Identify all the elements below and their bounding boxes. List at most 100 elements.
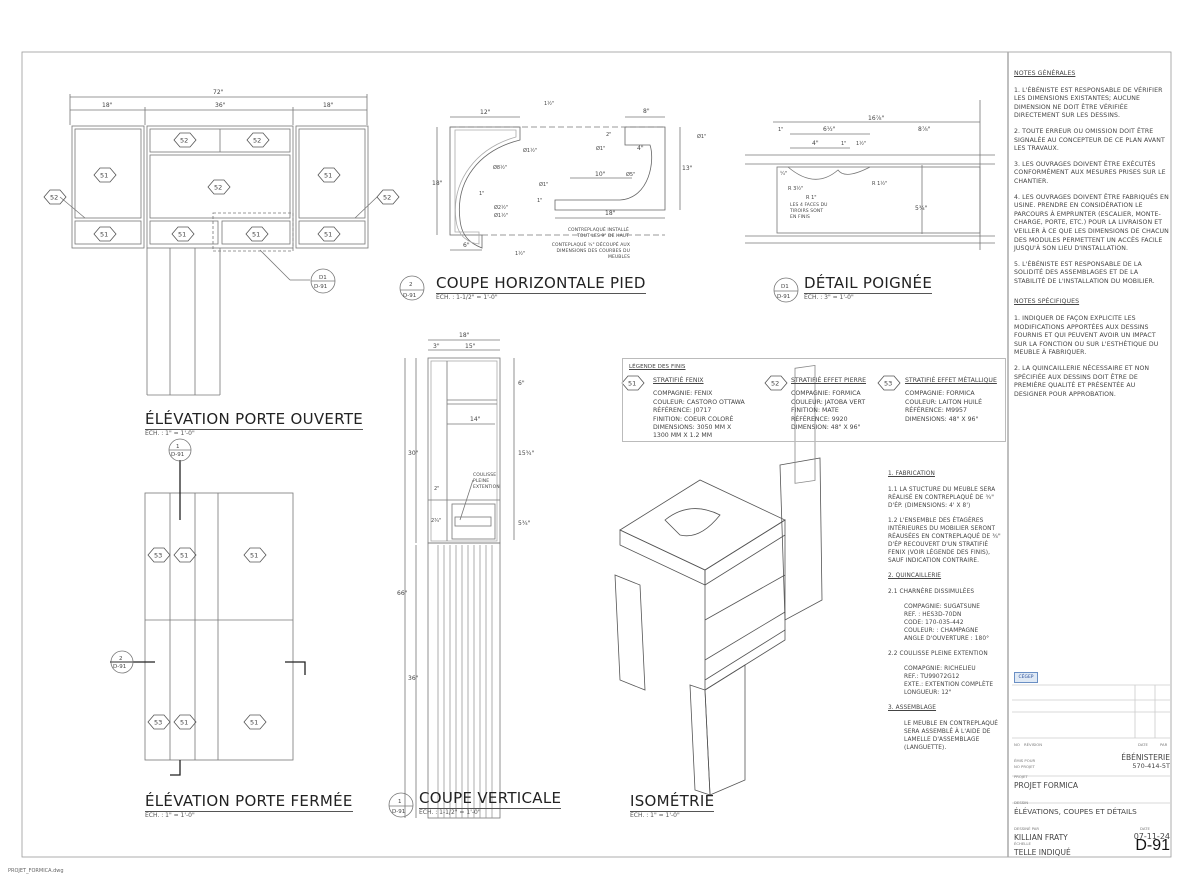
bubble-num: 1 <box>398 799 402 805</box>
dim: Ø1½" <box>494 212 508 219</box>
title-block-grid <box>1012 684 1170 804</box>
dim: 1" <box>778 127 783 133</box>
legend-line: RÉFÉRENCE: M9957 <box>905 407 967 415</box>
tag-52: 52 <box>383 194 391 202</box>
legend-line: FINITION: COEUR COLORÉ <box>653 415 734 423</box>
dim: 16⅞" <box>868 115 884 122</box>
drawing-title: ÉLÉVATIONS, COUPES ET DÉTAILS <box>1014 807 1137 816</box>
dim: 1" <box>479 191 484 197</box>
legend-line: COULEUR: CASTORO OTTAWA <box>653 398 745 406</box>
handle-detail-drawing: 16⅞" 1" 6½" 8⅞" 4" 1" 1½" ¼" R 3½" R 1" … <box>745 100 995 250</box>
bubble-num: D1 <box>781 284 789 290</box>
dim: Ø1" <box>596 145 605 152</box>
legend-line: COMPAGNIE: FORMICA <box>905 390 975 398</box>
dim: 6½" <box>823 126 836 133</box>
note-item: 3. LES OUVRAGES DOIVENT ÊTRE EXÉCUTÉS CO… <box>1014 160 1166 185</box>
bubble-num: 1 <box>176 444 180 450</box>
project-number: 570-414-5T <box>1132 762 1170 770</box>
bubble-sheet: D-91 <box>314 284 327 290</box>
note-paragraph: 1.1 LA STUCTURE DU MEUBLE SERA RÉALISÉ E… <box>888 487 996 509</box>
legend-line: FINITION: MATE <box>791 407 839 415</box>
legend-tag-52: 52 <box>771 380 779 388</box>
slide-note: COULISSE PLEINE EXTENTION <box>473 473 500 490</box>
note-item: 1. L'ÉBÉNISTE EST RESPONSABLE DE VÉRIFIE… <box>1014 86 1163 120</box>
tag-51: 51 <box>250 552 258 560</box>
dim: 1" <box>841 141 846 147</box>
label: RÉVISION <box>1024 742 1043 747</box>
dim: 66" <box>397 590 408 597</box>
dim: 6" <box>463 242 470 249</box>
note-line: REF.: TU99072G12 <box>904 674 960 680</box>
legend-item-title: STRATIFIÉ EFFET PIERRE <box>791 377 867 384</box>
note-heading: 1. FABRICATION <box>888 471 935 477</box>
drawing-date: 07-11-24 <box>1133 832 1170 841</box>
dim: R 1½" <box>872 180 887 187</box>
dim: 30" <box>408 450 419 457</box>
dim: 10" <box>595 171 606 178</box>
dim: 5¾" <box>915 205 928 212</box>
note-paragraph: 2.2 COULISSE PLEINE EXTENTION <box>888 651 988 657</box>
dim: 1½" <box>515 250 525 257</box>
dim: 13" <box>682 165 693 172</box>
tag-51: 51 <box>100 231 108 239</box>
note-paragraph: 2.1 CHARNÈRE DISSIMULÉES <box>888 589 975 595</box>
fabrication-notes: 1. FABRICATION 1.1 LA STUCTURE DU MEUBLE… <box>888 470 1006 759</box>
view-scale: ÉCH. : 3" = 1'-0" <box>804 294 854 301</box>
legend-line: DIMENSIONS: 3050 MM X <box>653 424 732 432</box>
tag-51: 51 <box>324 172 332 180</box>
dim: 4" <box>637 145 644 152</box>
label: ÉCHELLE <box>1014 841 1031 846</box>
label: NO PROJET <box>1014 764 1035 769</box>
dim: 2" <box>606 132 611 138</box>
dim: 18" <box>432 180 443 187</box>
dim: 6" <box>518 380 525 387</box>
view-title: DÉTAIL POIGNÉE <box>804 274 933 294</box>
legend-item-53: STRATIFIÉ EFFET MÉTALLIQUE COMPAGNIE: FO… <box>905 377 997 424</box>
view-scale: ÉCH. : 1" = 1'-0" <box>145 430 195 437</box>
note-item: 2. LA QUINCAILLERIE NÉCESSAIRE ET NON SP… <box>1014 365 1150 398</box>
drawing-scale: TELLE INDIQUÉ <box>1014 848 1071 857</box>
tag-51: 51 <box>180 552 188 560</box>
issued-for: ÉBÉNISTERIE <box>1121 753 1170 762</box>
sheet-number: D-91 <box>1135 837 1170 854</box>
dim: R 1" <box>806 195 817 201</box>
project-name: PROJET FORMICA <box>1014 781 1079 790</box>
tag-51: 51 <box>324 231 332 239</box>
label: PROJET <box>1014 774 1028 779</box>
dim-36: 36" <box>215 102 226 109</box>
dim: 14" <box>470 416 481 423</box>
note-paragraph: 1.2 L'ENSEMBLE DES ÉTAGÈRES INTÉRIEURES … <box>888 518 1001 564</box>
legend-line: DIMENSION: 48" X 96" <box>791 424 861 432</box>
view-scale: ÉCH. : 1-1/2" = 1'-0" <box>419 809 481 816</box>
view-title: ISOMÉTRIE <box>630 792 715 812</box>
label: DATE <box>1140 826 1150 831</box>
note-line: COMAPGNIE: RICHELIEU <box>904 666 976 672</box>
finish-legend: LÉGENDE DES FINIS STRATIFIÉ FENIX COMPAG… <box>622 358 1006 442</box>
handle-note: LES 4 FACES DU TIROIRS SONT EN FINIS <box>790 203 828 220</box>
dim: 36" <box>408 675 419 682</box>
dim: 1" <box>537 198 542 204</box>
handle-detail-bubble <box>773 277 799 303</box>
legend-line: COMPAGNIE: FENIX <box>653 390 713 398</box>
view-scale: ÉCH. : 1" = 1'-0" <box>630 812 680 819</box>
dim: Ø5" <box>626 171 635 178</box>
notes-heading: NOTES GÉNÉRALES <box>1014 70 1076 77</box>
dim: 8" <box>643 108 650 115</box>
bubble-num: 2 <box>409 282 413 288</box>
drawn-by: KILLIAN FRATY <box>1014 833 1068 842</box>
legend-line: RÉFÉRENCE: J0717 <box>653 407 712 415</box>
note-item: 4. LES OUVRAGES DOIVENT ÊTRE FABRIQUÉS E… <box>1014 193 1169 253</box>
legend-item-title: STRATIFIÉ FENIX <box>653 377 704 384</box>
horiz-section-bubble <box>399 275 425 301</box>
dim: 1½" <box>544 100 554 107</box>
dim: 8⅞" <box>918 126 931 133</box>
dim: ¼" <box>780 171 787 177</box>
legend-line: COULEUR: JATOBA VERT <box>791 398 866 406</box>
note-line: EXTE.: EXTENTION COMPLÈTE <box>904 682 994 688</box>
note-item: 5. L'ÉBÉNISTE EST RESPONSABLE DE LA SOLI… <box>1014 260 1155 285</box>
bubble-num: 2 <box>119 656 123 662</box>
dim: Ø1½" <box>523 147 537 154</box>
